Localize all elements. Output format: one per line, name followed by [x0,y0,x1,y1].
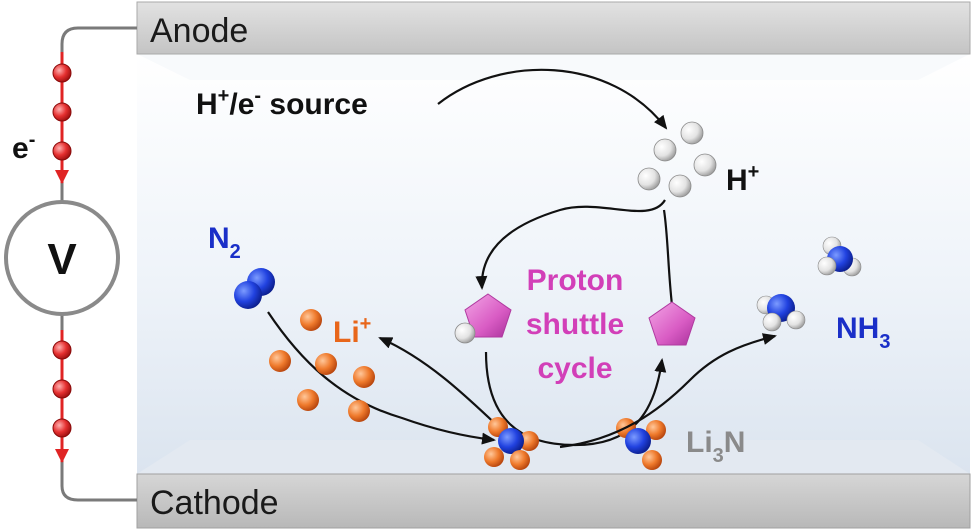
proton-particle [693,153,717,177]
proton-particle [637,167,661,191]
lithium-ion [646,420,666,440]
voltmeter-label: V [47,235,77,284]
electron-particle [52,418,72,438]
cell-ceiling [137,54,970,80]
n2-label: N2 [208,222,241,263]
lithium-ion [353,366,375,388]
shuttle-hydrogen [454,322,476,344]
cathode-plate [136,473,971,529]
li3n-label: Li3N [686,426,745,467]
circuit-wire-bottom [60,306,137,502]
protonated-shuttle-pentagon [464,293,512,338]
lithium-ion [348,400,370,422]
lithium-ion [510,450,530,470]
deprotonated-shuttle-pentagon [648,301,696,346]
nitrogen-atom [498,428,524,454]
proton-label: H+ [726,161,759,197]
electron-particle [52,340,72,360]
electron-particle [52,141,72,161]
electron-particle [52,379,72,399]
proton-particle [653,138,677,162]
electron-particle [52,63,72,83]
ammonia-molecule [756,294,806,332]
shuttle-return-arrow [662,209,674,306]
li-label: Li+ [333,313,371,349]
nitrogen-atom [625,428,651,454]
proton-particle [668,174,692,198]
circuit-wire-top [60,26,137,208]
lithium-ion [642,450,662,470]
lithium-ion [484,447,504,467]
lithium-ion [297,389,319,411]
lithium-ion [315,353,337,375]
lithium-ion [300,309,322,331]
proton-to-shuttle-arrow [475,199,666,290]
source-label: H+/e- source [196,85,368,121]
n2-to-li3n-arrow [267,311,496,445]
source-to-proton-arrow [437,68,668,130]
cycle-label-line2: shuttle [526,308,624,341]
anode-label: Anode [150,12,248,50]
anode-plate [136,1,971,55]
voltmeter [4,200,120,316]
cell-floor [137,440,970,474]
electron-label: e- [12,129,35,165]
nitrogen-atom [234,281,262,309]
lithium-ion [269,350,291,372]
electron-particle [52,102,72,122]
cycle-label-line1: Proton [527,264,624,297]
lithium-ion [519,431,539,451]
li3n-to-nh3-arrow [559,333,777,449]
nh3-label: NH3 [836,312,890,353]
proton-particle [680,121,704,145]
cycle-label-line3: cycle [537,352,612,385]
ammonia-molecule [817,236,862,277]
cathode-label: Cathode [150,484,279,522]
